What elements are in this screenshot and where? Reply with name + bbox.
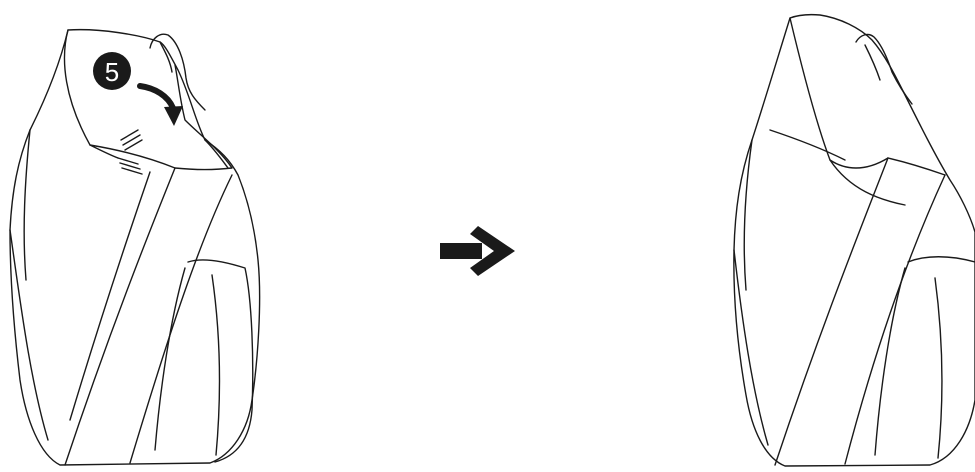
bag-body-outline-after xyxy=(734,15,975,466)
bag-body-outline xyxy=(10,30,260,465)
step-badge: 5 xyxy=(93,52,131,90)
bag-before-fold xyxy=(10,30,260,465)
bag-after-fold xyxy=(734,15,975,466)
step-number: 5 xyxy=(105,57,119,87)
right-arrow-icon xyxy=(440,226,515,276)
